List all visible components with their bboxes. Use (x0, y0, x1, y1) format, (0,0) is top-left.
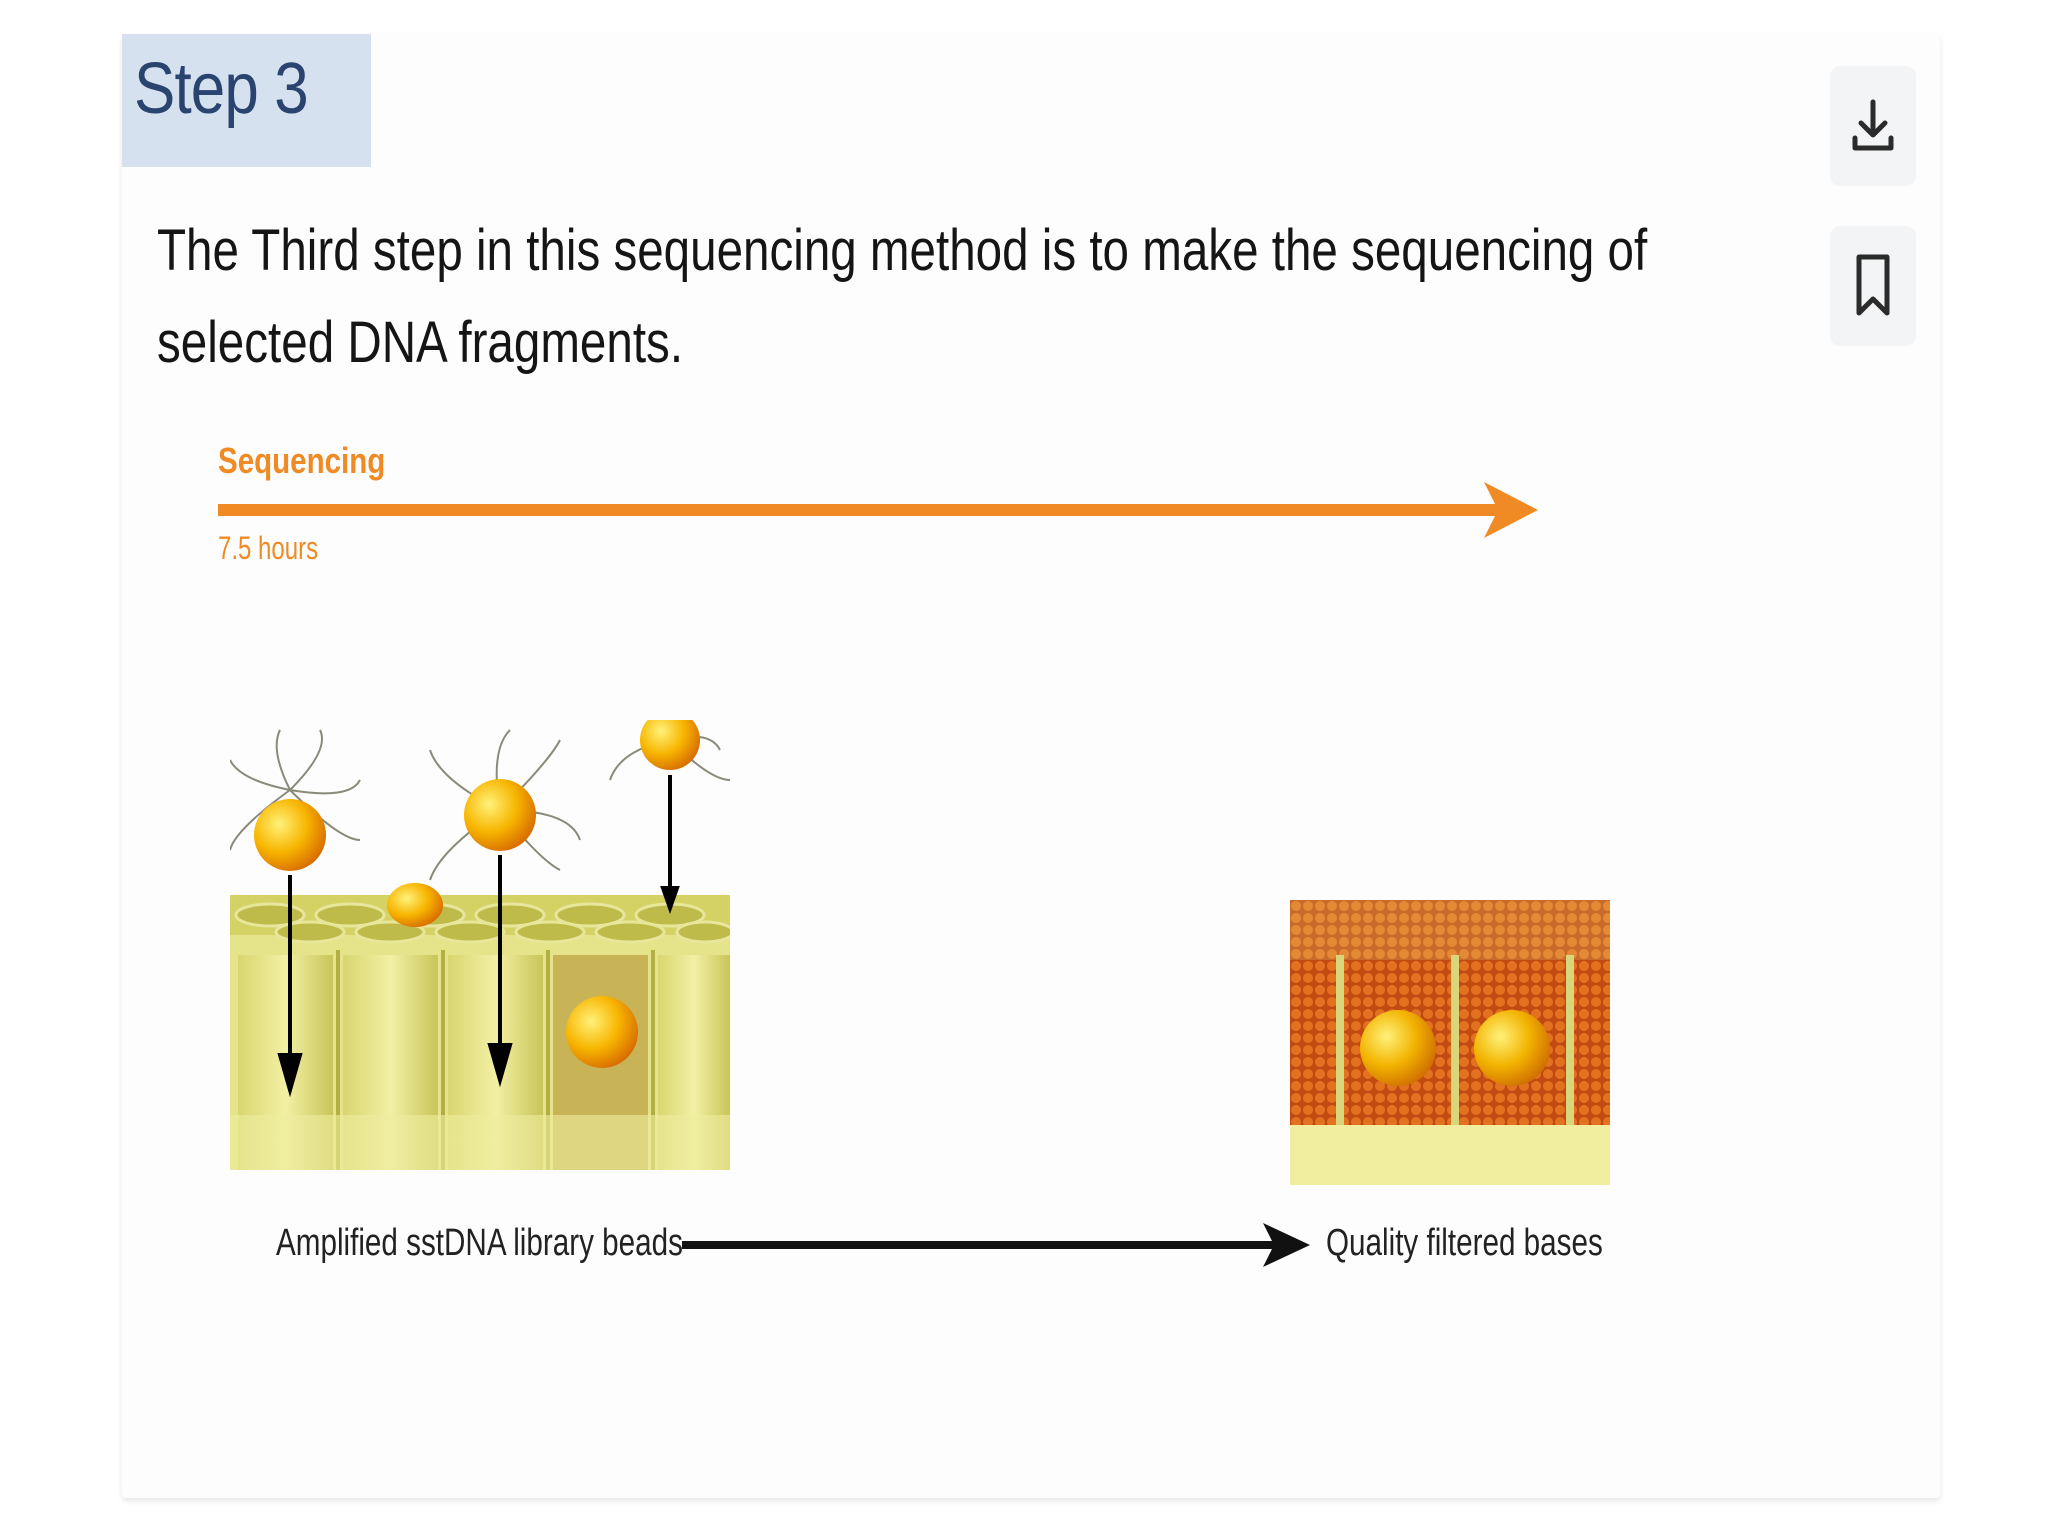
amplified-beads-figure (230, 720, 730, 1170)
quality-filtered-figure (1290, 900, 1610, 1185)
left-caption: Amplified sstDNA library beads (276, 1222, 683, 1264)
step-header: Step 3 (122, 34, 371, 167)
sequencing-label: Sequencing (218, 440, 386, 481)
download-icon (1852, 99, 1894, 151)
slide-description: The Third step in this sequencing method… (157, 205, 1817, 385)
sequencing-timeline-arrow (218, 482, 1538, 538)
step-title: Step 3 (134, 49, 309, 129)
download-button[interactable] (1830, 66, 1916, 186)
sequencing-duration: 7.5 hours (218, 530, 319, 566)
bookmark-icon (1856, 254, 1890, 316)
process-arrow (682, 1223, 1310, 1267)
description-text: The Third step in this sequencing method… (157, 218, 1648, 375)
right-caption: Quality filtered bases (1326, 1222, 1603, 1264)
bookmark-button[interactable] (1830, 226, 1916, 346)
slide-card (122, 34, 1940, 1498)
